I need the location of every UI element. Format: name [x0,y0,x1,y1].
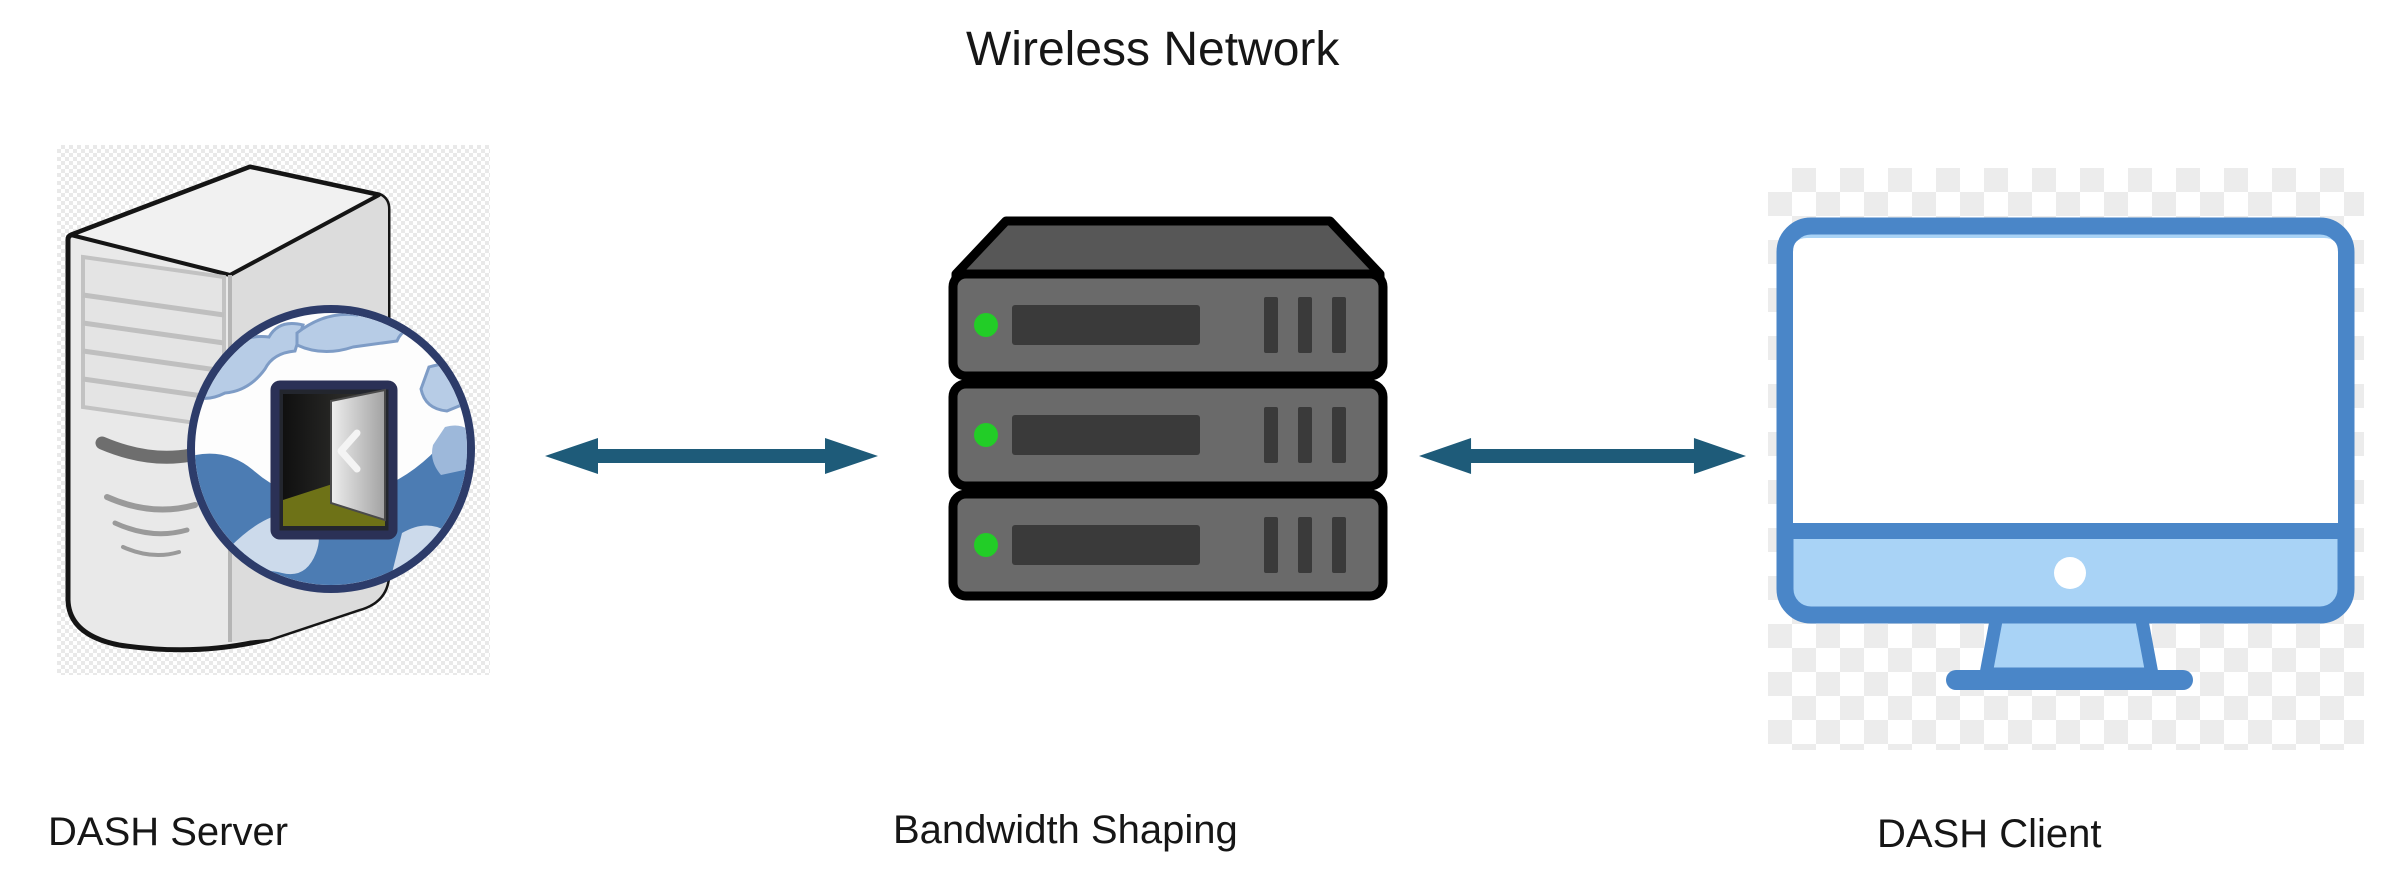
dash-client-label: DASH Client [1877,812,2102,856]
rack-server-icon [948,216,1388,601]
bandwidth-shaping-label: Bandwidth Shaping [893,808,1238,852]
open-door-icon [270,380,398,540]
bidirectional-arrow-icon [1419,438,1746,474]
rack-unit-1 [948,269,1388,381]
web-server-icon [65,164,475,653]
desktop-monitor-icon [1776,217,2355,690]
rack-unit-2 [948,379,1388,491]
dash-server-node [57,145,490,675]
rack-unit-3 [948,489,1388,601]
diagram-title: Wireless Network [966,23,1340,76]
bandwidth-shaping-node [948,212,1388,612]
dash-client-node [1768,168,2364,750]
server-drive-slot [95,436,198,464]
dash-server-label: DASH Server [48,810,289,854]
bidirectional-arrow-icon [545,438,878,474]
monitor-camera-dot [2054,557,2086,589]
